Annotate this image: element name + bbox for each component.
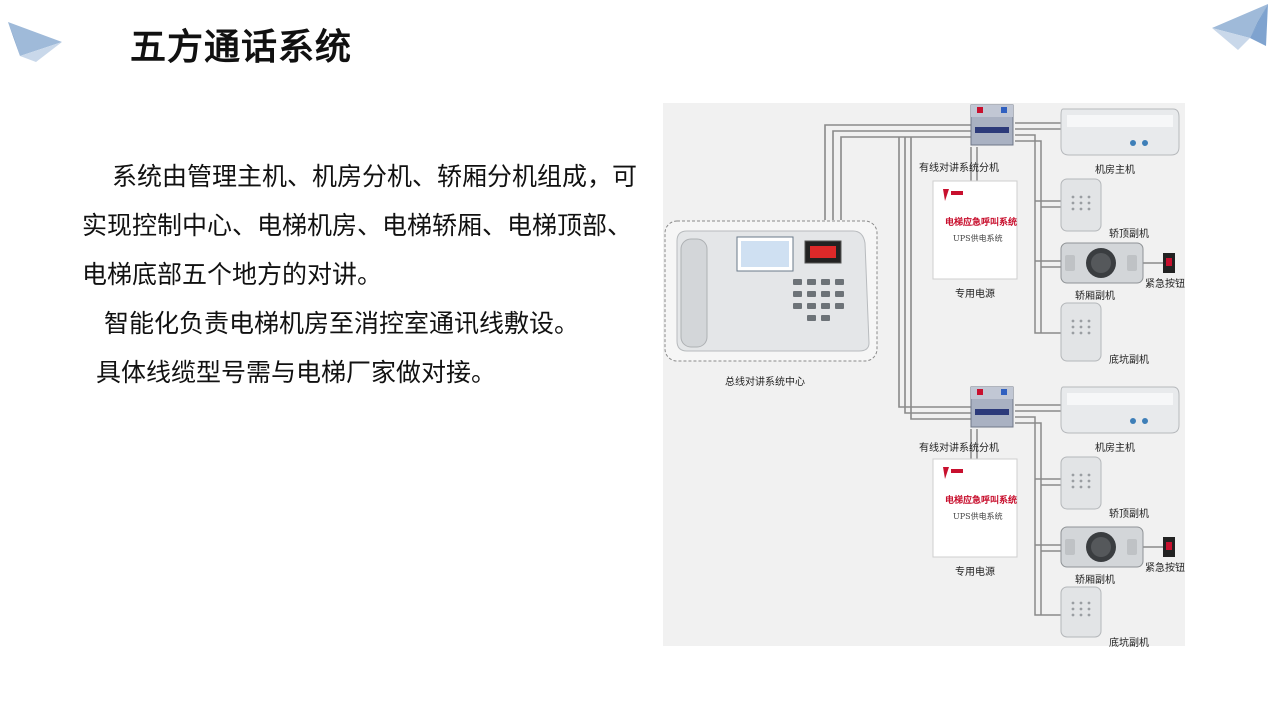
center-host-label: 总线对讲系统中心 xyxy=(725,377,805,388)
car-label-1: 轿厢副机 xyxy=(1075,291,1115,302)
machine-room-host-2 xyxy=(1060,386,1180,434)
distributor-label-1: 有线对讲系统分机 xyxy=(919,163,999,174)
corner-decoration-right xyxy=(1212,4,1268,50)
car-top-label-2: 轿顶副机 xyxy=(1109,509,1149,520)
intercom-system-diagram: 总线对讲系统中心 有线对讲系统分机 机房主机 电梯应急呼叫系统 UPS供电系统 … xyxy=(663,103,1185,649)
paragraph-3: 具体线缆型号需与电梯厂家做对接。 xyxy=(96,358,497,387)
emergency-button-device-2 xyxy=(1163,537,1175,557)
emergency-label-1: 紧急按钮 xyxy=(1145,279,1185,290)
psu-label-2: 专用电源 xyxy=(955,567,995,578)
distributor-unit-1 xyxy=(970,104,1014,146)
psu-panel-title-2: 电梯应急呼叫系统 xyxy=(945,496,1018,506)
emergency-button-device-1 xyxy=(1163,253,1175,273)
car-top-unit-2 xyxy=(1060,456,1102,510)
machine-room-label-1: 机房主机 xyxy=(1095,165,1135,176)
distributor-unit-2 xyxy=(970,386,1014,428)
group2-wiring xyxy=(970,404,1163,616)
bus-cables xyxy=(824,124,973,420)
pit-unit-2 xyxy=(1060,586,1102,638)
emergency-label-2: 紧急按钮 xyxy=(1145,563,1185,574)
page-title: 五方通话系统 xyxy=(130,27,353,68)
car-label-2: 轿厢副机 xyxy=(1075,575,1115,586)
machine-room-label-2: 机房主机 xyxy=(1095,443,1135,454)
psu-box-2 xyxy=(932,458,1018,558)
car-top-unit-1 xyxy=(1060,178,1102,232)
psu-panel-title-1: 电梯应急呼叫系统 xyxy=(945,218,1018,228)
corner-decoration-left xyxy=(8,22,62,62)
paragraph-2: 智能化负责电梯机房至消控室通讯线敷设。 xyxy=(104,309,580,338)
group1-wiring xyxy=(970,122,1163,334)
psu-panel-sub-1: UPS供电系统 xyxy=(953,234,1003,243)
machine-room-host-1 xyxy=(1060,108,1180,156)
description-text: 系统由管理主机、机房分机、轿厢分机组成，可实现控制中心、电梯机房、电梯轿厢、电梯… xyxy=(82,152,642,397)
pit-unit-1 xyxy=(1060,302,1102,362)
psu-box-1 xyxy=(932,180,1018,280)
diagram-graphics xyxy=(664,104,1180,638)
car-unit-1 xyxy=(1060,242,1144,284)
distributor-label-2: 有线对讲系统分机 xyxy=(919,443,999,454)
car-top-label-1: 轿顶副机 xyxy=(1109,229,1149,240)
paragraph-1: 系统由管理主机、机房分机、轿厢分机组成，可实现控制中心、电梯机房、电梯轿厢、电梯… xyxy=(82,162,638,289)
psu-panel-sub-2: UPS供电系统 xyxy=(953,512,1003,521)
car-unit-2 xyxy=(1060,526,1144,568)
pit-label-2: 底坑副机 xyxy=(1109,638,1149,649)
psu-label-1: 专用电源 xyxy=(955,289,995,300)
pit-label-1: 底坑副机 xyxy=(1109,355,1149,366)
management-host-device xyxy=(676,230,870,352)
